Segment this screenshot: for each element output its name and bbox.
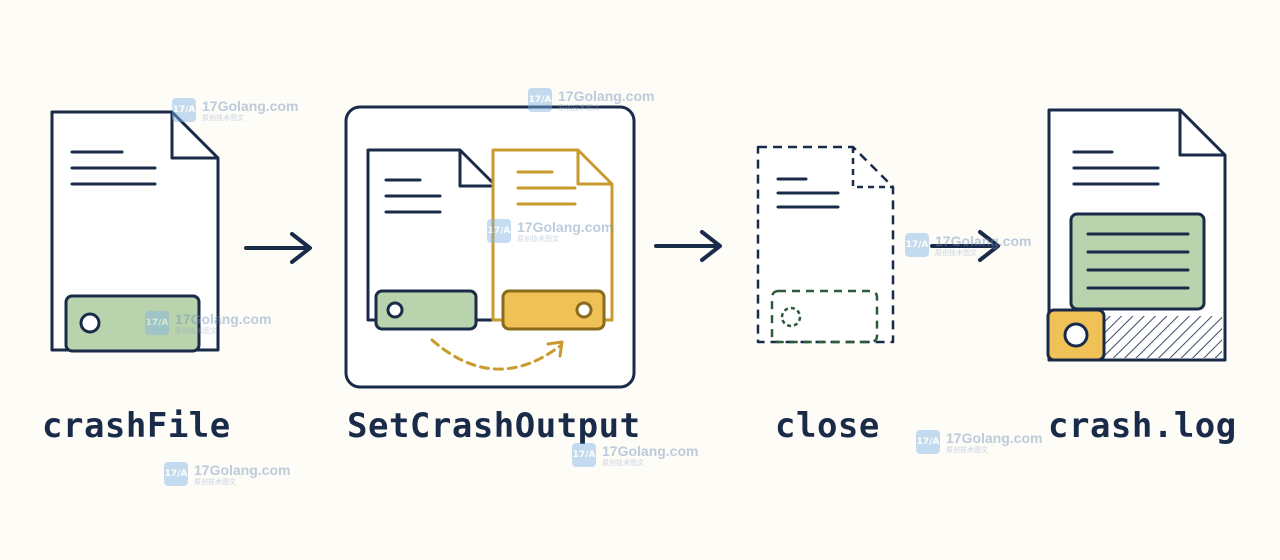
step-label-crashfile: crashFile bbox=[42, 406, 231, 446]
source-document-icon bbox=[366, 148, 498, 331]
crashfile-document-icon bbox=[50, 110, 220, 353]
arrow-3-icon bbox=[930, 230, 1000, 262]
step-label-crashlog: crash.log bbox=[1048, 406, 1237, 446]
crashlog-document-icon bbox=[1046, 108, 1227, 362]
step-label-setcrashoutput: SetCrashOutput bbox=[347, 406, 641, 446]
redirect-arrow-icon bbox=[430, 338, 564, 371]
arrow-1-icon bbox=[244, 232, 312, 264]
step-label-close: close bbox=[775, 406, 880, 446]
arrow-2-icon bbox=[654, 230, 722, 262]
target-document-icon bbox=[491, 148, 614, 331]
setcrashoutput-box bbox=[344, 105, 636, 389]
closed-document-icon bbox=[756, 145, 895, 344]
